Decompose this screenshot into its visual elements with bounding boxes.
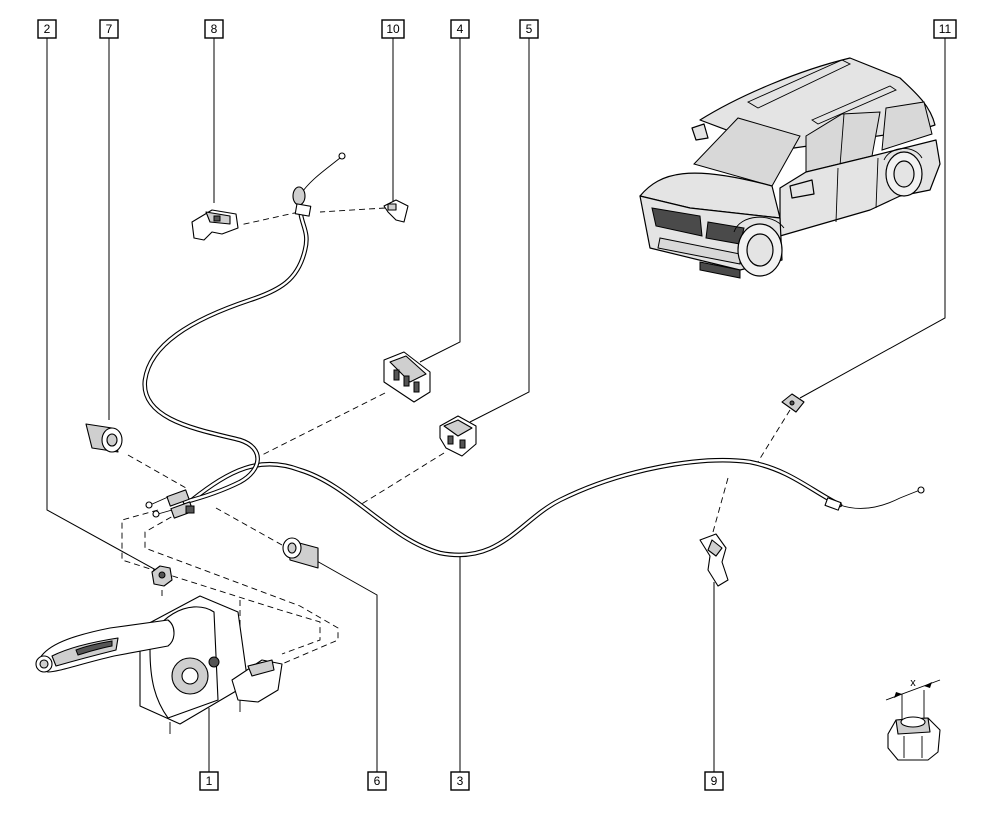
part-8-bracket: [191, 209, 239, 241]
callout-8[interactable]: 8: [204, 19, 224, 39]
callout-label: 4: [457, 22, 464, 36]
vehicle-illustration: [639, 57, 941, 279]
part-11-clip: [781, 393, 805, 413]
part-4-mount: [383, 351, 431, 403]
leader-2: [46, 38, 166, 576]
leader-5: [469, 38, 530, 423]
callout-label: 10: [386, 22, 400, 36]
leader-4: [419, 38, 461, 363]
dimension-label-x: x: [910, 677, 916, 689]
part-7-grommet: [85, 423, 123, 453]
callout-label: 11: [939, 22, 952, 36]
part-9-bracket: [699, 533, 729, 587]
callout-label: 7: [106, 22, 113, 36]
callout-5[interactable]: 5: [519, 19, 539, 39]
cable-end-fittings: [145, 489, 195, 519]
nut-detail-x: x: [885, 677, 941, 761]
callout-4[interactable]: 4: [450, 19, 470, 39]
callout-label: 3: [457, 774, 464, 788]
leader-11: [799, 38, 946, 399]
leader-lines: [46, 38, 946, 772]
callout-label: 2: [44, 22, 51, 36]
secondary-cable: [142, 152, 346, 505]
part-1-handbrake-lever: [35, 565, 283, 734]
part-10-clip: [383, 199, 409, 223]
callout-1[interactable]: 1: [199, 771, 219, 791]
primary-cable: [189, 458, 925, 558]
callout-label: 9: [711, 774, 718, 788]
callout-11[interactable]: 11: [933, 19, 957, 39]
callout-label: 5: [526, 22, 533, 36]
callout-label: 6: [374, 774, 381, 788]
callout-2[interactable]: 2: [37, 19, 57, 39]
part-6-grommet: [282, 537, 319, 569]
callout-7[interactable]: 7: [99, 19, 119, 39]
callout-6[interactable]: 6: [367, 771, 387, 791]
callout-10[interactable]: 10: [381, 19, 405, 39]
callouts: 2 7 8 10 4 5 11 1: [37, 19, 957, 791]
callout-label: 8: [211, 22, 218, 36]
leader-6: [314, 559, 378, 772]
callout-label: 1: [206, 774, 213, 788]
callout-9[interactable]: 9: [704, 771, 724, 791]
part-5-mount: [439, 415, 477, 457]
callout-3[interactable]: 3: [450, 771, 470, 791]
